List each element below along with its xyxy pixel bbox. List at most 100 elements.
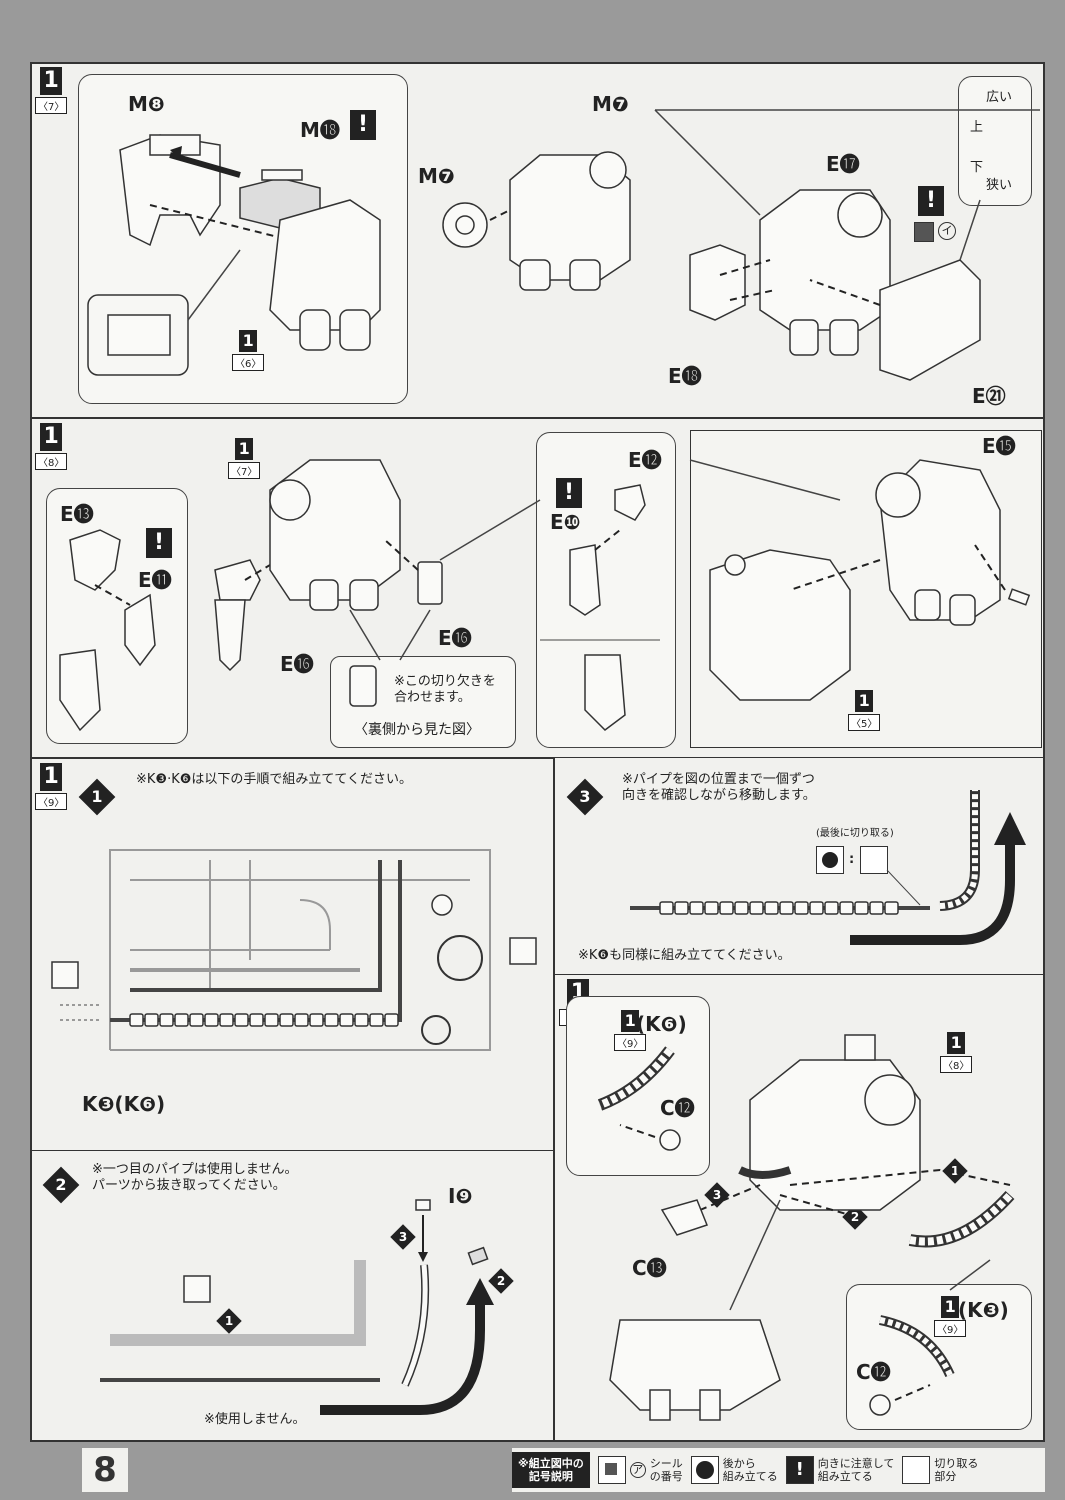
part-label: E⓫: [138, 568, 172, 592]
part-label: E㉑: [972, 384, 1006, 408]
pipe-segment: [659, 901, 674, 915]
direction-warning-icon: !: [556, 478, 582, 508]
step-7-section: 1 〈7〉: [30, 62, 1045, 418]
pipe-segment: [809, 901, 824, 915]
legend-cut: 切り取る 部分: [902, 1456, 978, 1484]
pipe-segment: [324, 1013, 339, 1027]
pipe-segment: [884, 901, 899, 915]
part-label: E⓰: [280, 652, 314, 676]
pipe-segment: [264, 1013, 279, 1027]
reference-step: 1 〈5〉: [848, 690, 881, 731]
pipe-segment: [674, 901, 689, 915]
pipe-segment: [854, 901, 869, 915]
substep-2-note: ※一つ目のパイプは使用しません。 パーツから抜き取ってください。: [92, 1162, 298, 1193]
part-label: K❸(K❻): [82, 1092, 166, 1116]
step-number: 1 〈8〉: [35, 423, 68, 470]
pipe-segment: [249, 1013, 264, 1027]
substep-3-note: ※パイプを図の位置まで一個ずつ 向きを確認しながら移動します。: [622, 772, 816, 803]
pipe-segment: [129, 1013, 144, 1027]
unused-note: ※使用しません。: [204, 1412, 306, 1427]
part-label: M❼: [418, 164, 455, 188]
pipe-segment: [309, 1013, 324, 1027]
width-guide-up: 上: [970, 120, 984, 135]
sticker-mark: イ: [938, 222, 956, 240]
part-label: E❿: [550, 510, 581, 534]
pipe-segment: [204, 1013, 219, 1027]
cut-colon: :: [849, 852, 855, 867]
pipe-segment: [234, 1013, 249, 1027]
legend-direction: ! 向きに注意して 組み立てる: [785, 1456, 895, 1484]
pipe-segment: [354, 1013, 369, 1027]
legend-later-text: 後から 組み立てる: [722, 1457, 778, 1483]
part-label: E⓭: [60, 502, 94, 526]
cut-icon: [902, 1456, 931, 1484]
part-label: (K❸): [958, 1298, 1009, 1322]
cut-icon: [860, 846, 888, 874]
width-guide-down: 下: [970, 160, 984, 175]
pipe-segment: [219, 1013, 234, 1027]
legend-sticker-text: シール の番号: [649, 1457, 683, 1483]
substep-3-divider: [554, 758, 556, 974]
part-label: I❾: [448, 1184, 473, 1208]
pipe-segment: [734, 901, 749, 915]
reference-step: 1 〈7〉: [228, 438, 261, 479]
part-label: M⓲: [300, 118, 340, 142]
part-label: C⓭: [632, 1256, 667, 1280]
part-label: E⓯: [982, 434, 1016, 458]
legend-later: 後から 組み立てる: [690, 1456, 778, 1484]
direction-warning-icon: !: [350, 110, 376, 140]
step-8-illustration: [59, 459, 1031, 732]
pipe-segment: [749, 901, 764, 915]
pipe-segment: [869, 901, 884, 915]
step-8-section: 1 〈8〉: [30, 418, 1045, 758]
width-guide-top: 広い: [986, 90, 1013, 105]
pipe-segment: [369, 1013, 384, 1027]
substep-3-illustration: [630, 790, 1026, 945]
step-9-section: 1 〈9〉: [30, 758, 554, 1442]
substep-3-foot: ※K❻も同様に組み立ててください。: [578, 948, 791, 963]
direction-warning-icon: !: [918, 186, 944, 216]
later-assemble-icon: [816, 846, 844, 874]
part-label: (K❻): [636, 1012, 687, 1036]
legend-title: ※組立図中の 記号説明: [512, 1452, 590, 1488]
step-7-illustration: [87, 109, 1040, 381]
reference-step: 1 〈8〉: [940, 1032, 973, 1073]
reference-step: 1 〈9〉: [934, 1296, 967, 1337]
direction-warning-icon: !: [146, 528, 172, 558]
pipe-segment: [839, 901, 854, 915]
part-label: E⓰: [438, 626, 472, 650]
pipe-segment: [339, 1013, 354, 1027]
part-label: C⓬: [856, 1360, 891, 1384]
pipe-segment: [159, 1013, 174, 1027]
part-label: C⓬: [660, 1096, 695, 1120]
width-guide-bubble: [958, 76, 1032, 206]
pipe-segment: [384, 1013, 399, 1027]
step-10-illustration: [597, 1034, 1015, 1421]
pipe-segment: [704, 901, 719, 915]
part-label: M❼: [592, 92, 629, 116]
substep-1-note: ※K❸·K❻は以下の手順で組み立ててください。: [136, 772, 412, 787]
pipe-segment: [294, 1013, 309, 1027]
legend-sticker-mark: ア: [629, 1462, 646, 1478]
part-label: M❽: [128, 92, 165, 116]
page-number: 8: [82, 1448, 128, 1492]
legend-direction-text: 向きに注意して 組み立てる: [817, 1457, 895, 1483]
pipe-segment: [824, 901, 839, 915]
part-label: E⓲: [668, 364, 702, 388]
pipe-segment: [144, 1013, 159, 1027]
pipe-segment: [689, 901, 704, 915]
notch-callout-caption: 〈裏側から見た図〉: [354, 722, 480, 738]
step-number: 1 〈9〉: [35, 763, 68, 810]
legend-sticker: ア シール の番号: [597, 1456, 683, 1484]
pipe-segment: [719, 901, 734, 915]
part-label: E⓬: [628, 448, 662, 472]
substep-divider: [30, 1150, 554, 1151]
pipe-segment: [174, 1013, 189, 1027]
pipe-segment: [794, 901, 809, 915]
width-guide-bottom: 狭い: [986, 178, 1013, 193]
sticker-icon: [597, 1456, 626, 1484]
reference-step: 1 〈9〉: [614, 1010, 647, 1051]
sticker-icon: [914, 222, 934, 242]
step-9-illustration: [51, 849, 537, 1415]
pipe-segment: [189, 1013, 204, 1027]
